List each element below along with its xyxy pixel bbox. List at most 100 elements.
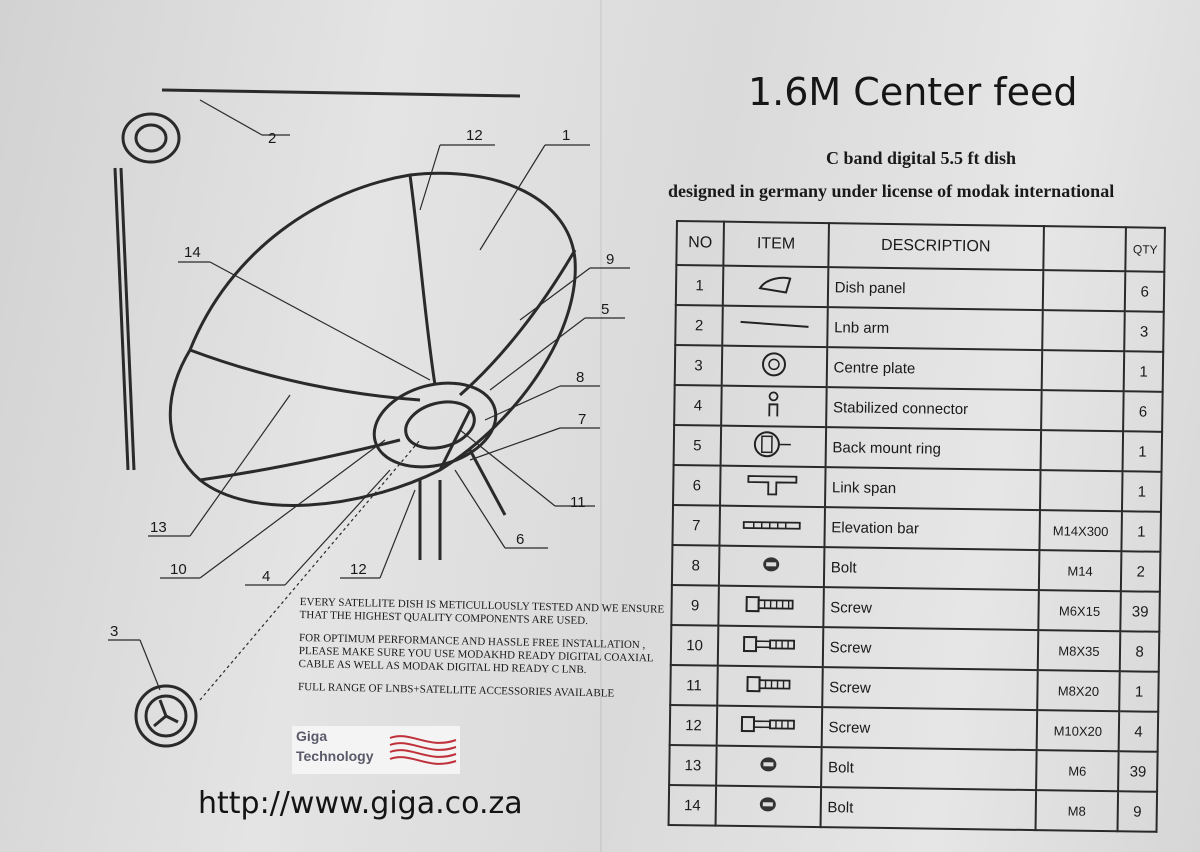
stabilized-connector-icon — [768, 391, 779, 417]
row-size — [1039, 470, 1123, 512]
row-item — [720, 465, 826, 508]
row-no: 14 — [668, 784, 717, 826]
website-url: http://www.giga.co.za — [198, 786, 523, 821]
screw-icon — [745, 596, 794, 613]
row-description: Centre plate — [826, 347, 1042, 391]
table-row: 8 Bolt M14 2 — [671, 544, 1161, 592]
header-description: DESCRIPTION — [827, 223, 1044, 271]
row-item — [718, 545, 825, 588]
feed-ring-part — [134, 684, 198, 748]
row-size: M6 — [1035, 750, 1119, 792]
callout-label: 13 — [150, 519, 167, 536]
row-item — [716, 705, 822, 748]
callout-label: 14 — [184, 244, 201, 261]
nut-icon — [760, 797, 777, 812]
table-row: 14 Bolt M8 9 — [668, 784, 1158, 832]
row-qty: 1 — [1123, 351, 1164, 392]
row-description: Elevation bar — [824, 507, 1040, 551]
back-mount-ring-icon — [754, 431, 792, 458]
callout-label: 5 — [601, 301, 609, 318]
table-row: 5 Back mount ring 1 — [673, 424, 1163, 472]
row-description: Stabilized connector — [825, 387, 1042, 431]
giga-technology-logo: Giga Technology — [292, 726, 460, 774]
row-description: Screw — [822, 587, 1039, 631]
row-no: 13 — [669, 744, 717, 786]
callout-label: 10 — [170, 561, 187, 578]
page-title: 1.6M Center feed — [748, 70, 1078, 114]
callout-label: 12 — [350, 561, 367, 578]
table-row: 6 Link span 1 — [673, 464, 1162, 512]
elevation-bar-icon — [743, 520, 802, 530]
row-qty: 6 — [1125, 271, 1165, 312]
table-row: 9 Screw M6X15 39 — [671, 584, 1160, 632]
screw-icon — [746, 676, 791, 693]
table-row: 11 Screw M8X20 1 — [670, 664, 1159, 712]
row-no: 2 — [675, 305, 723, 346]
nut-icon — [760, 757, 777, 772]
logo-swoosh-icon — [389, 735, 457, 765]
header-size — [1042, 226, 1127, 272]
row-qty: 2 — [1121, 551, 1161, 592]
table-row: 13 Bolt M6 39 — [669, 744, 1158, 792]
washer-part — [121, 112, 181, 164]
row-size — [1041, 310, 1126, 352]
row-size: M14 — [1038, 550, 1122, 592]
row-description: Bolt — [820, 787, 1036, 831]
row-size: M8 — [1035, 790, 1119, 832]
row-no: 9 — [671, 584, 719, 626]
callout-label: 4 — [262, 568, 270, 585]
row-no: 11 — [670, 664, 718, 706]
note-accessories: FULL RANGE OF LNBS+SATELLITE ACCESSORIES… — [297, 680, 615, 700]
row-no: 6 — [673, 464, 721, 506]
row-item — [718, 585, 824, 628]
row-item — [719, 505, 825, 548]
row-size: M6X15 — [1037, 590, 1122, 632]
callout-label: 6 — [516, 531, 524, 548]
nut-icon — [763, 557, 780, 572]
callout-label: 12 — [466, 127, 483, 144]
table-header-row: NO ITEM DESCRIPTION QTY — [676, 221, 1165, 272]
header-no: NO — [676, 221, 725, 266]
callout-label: 11 — [570, 494, 586, 511]
dish-panel-icon — [758, 276, 792, 294]
table-row: 4 Stabilized connector 6 — [674, 384, 1163, 432]
row-no: 12 — [669, 704, 718, 746]
row-qty: 1 — [1119, 671, 1159, 712]
row-item — [715, 785, 821, 828]
callout-label: 1 — [562, 127, 570, 144]
parts-table: NO ITEM DESCRIPTION QTY 1 Dish panel 6 2… — [668, 220, 1166, 833]
row-size — [1040, 430, 1124, 472]
row-description: Dish panel — [827, 267, 1043, 311]
row-description: Link span — [824, 467, 1041, 511]
row-qty: 1 — [1122, 431, 1163, 472]
screw-icon — [743, 635, 796, 653]
row-item — [717, 625, 823, 668]
table-row: 12 Screw M10X20 4 — [669, 704, 1159, 752]
row-qty: 9 — [1117, 791, 1158, 832]
row-qty: 1 — [1122, 471, 1162, 512]
row-size — [1041, 350, 1125, 392]
row-no: 3 — [674, 345, 723, 386]
row-qty: 4 — [1118, 711, 1159, 752]
row-qty: 39 — [1118, 751, 1158, 792]
row-item — [717, 665, 823, 708]
table-row: 10 Screw M8X35 8 — [670, 624, 1160, 672]
row-description: Back mount ring — [825, 427, 1041, 471]
table-row: 7 Elevation bar M14X300 1 — [672, 504, 1161, 552]
callout-label: 8 — [576, 369, 584, 386]
row-size — [1040, 390, 1124, 432]
row-item — [721, 385, 827, 428]
row-size: M8X20 — [1036, 670, 1121, 712]
row-no: 1 — [675, 265, 724, 306]
lnb-arm-icon — [740, 320, 809, 328]
logo-line1: Giga — [296, 728, 328, 744]
row-item — [720, 425, 826, 468]
callout-label: 9 — [606, 251, 614, 268]
dish-assembly-diagram: 2 12 1 14 9 5 8 7 11 6 13 10 4 12 3 — [108, 88, 630, 748]
product-subtitle: C band digital 5.5 ft dish — [826, 148, 1017, 168]
quality-notes: EVERY SATELLITE DISH IS METICULLOUSLY TE… — [298, 596, 670, 712]
row-qty: 39 — [1120, 591, 1160, 632]
row-no: 8 — [671, 544, 720, 586]
row-size: M8X35 — [1037, 630, 1121, 672]
